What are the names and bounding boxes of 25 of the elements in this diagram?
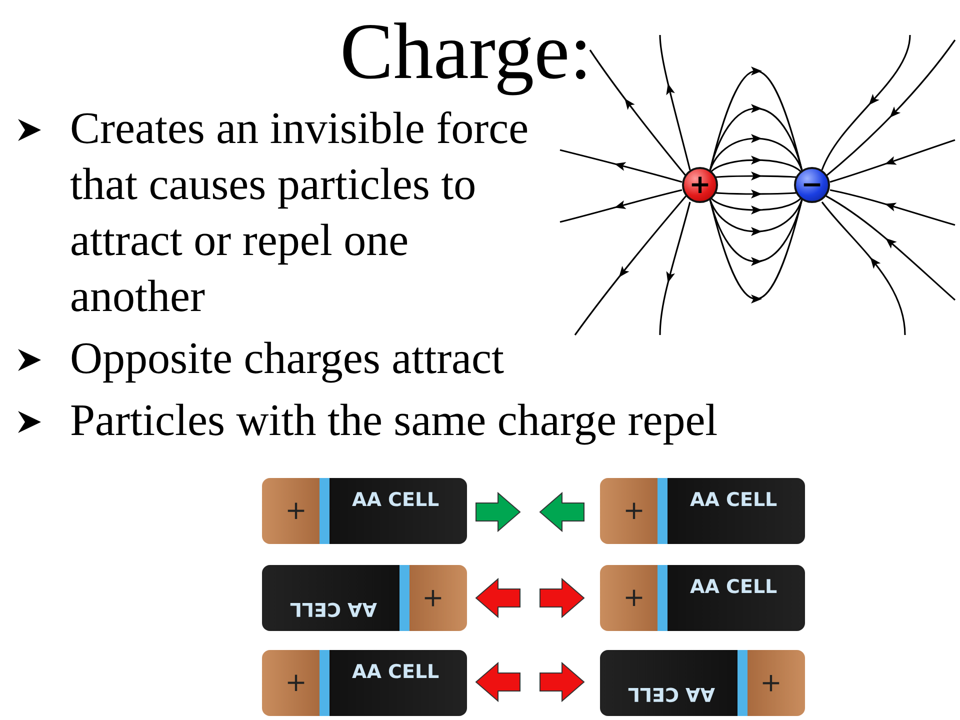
positive-charge [682, 167, 718, 203]
battery-label: AA CELL [352, 489, 440, 511]
battery [600, 478, 805, 544]
bullet-text: Opposite charges attract [70, 332, 506, 385]
plus-sign: + [622, 583, 646, 613]
plus-sign: + [421, 583, 445, 613]
battery-label: AA CELL [690, 489, 778, 511]
plus-sign: + [284, 496, 308, 526]
bullet-text: Creates an invisible force that causes particles to attract or repel one another [70, 102, 530, 323]
battery [600, 565, 805, 631]
battery-label: AA CELL [290, 598, 377, 620]
charge-sign: + [689, 172, 711, 198]
plus-sign: + [284, 668, 308, 698]
negative-charge [794, 167, 830, 203]
battery-label: AA CELL [690, 576, 778, 598]
battery [600, 650, 805, 716]
plus-sign: + [759, 668, 783, 698]
battery [262, 650, 467, 716]
battery [262, 478, 467, 544]
battery-label: AA CELL [628, 683, 715, 705]
bullet-text: Particles with the same charge repel [70, 394, 719, 447]
battery-label: AA CELL [352, 661, 440, 683]
battery [262, 565, 467, 631]
plus-sign: + [622, 496, 646, 526]
charge-sign: − [801, 172, 823, 198]
